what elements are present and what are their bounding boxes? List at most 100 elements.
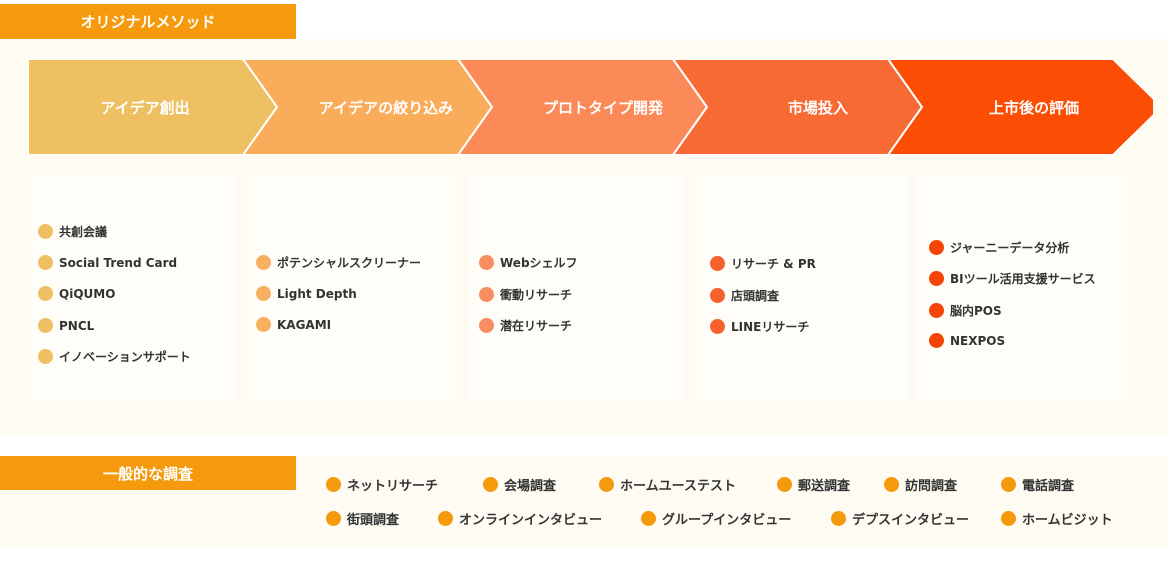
general-research-item[interactable]: グループインタビュー (641, 509, 791, 528)
bullet-dot-icon (479, 318, 494, 333)
stage-column-2 (246, 175, 458, 405)
method-item[interactable]: Webシェルフ (479, 254, 578, 271)
general-research-item-label: 訪問調査 (905, 479, 958, 494)
bullet-dot-icon (929, 240, 944, 255)
bullet-dot-icon (256, 255, 271, 270)
stage-chevron-4 (671, 59, 924, 155)
general-research-item[interactable]: 電話調査 (1001, 475, 1074, 494)
method-item[interactable]: Light Depth (256, 286, 357, 301)
stage-column-4 (694, 175, 909, 405)
stage-label-1: アイデア創出 (100, 98, 190, 117)
general-research-item[interactable]: 会場調査 (483, 475, 556, 494)
bullet-dot-icon (929, 271, 944, 286)
general-research-item[interactable]: ホームユーステスト (599, 475, 736, 494)
bullet-dot-icon (438, 511, 453, 526)
bullet-dot-icon (831, 511, 846, 526)
method-item[interactable]: リサーチ & PR (710, 255, 816, 272)
general-research-item-label: グループインタビュー (662, 513, 792, 528)
bullet-dot-icon (38, 318, 53, 333)
stage-chevron-2 (241, 59, 494, 155)
method-item[interactable]: 共創会議 (38, 223, 107, 240)
bullet-dot-icon (710, 288, 725, 303)
general-research-item-label: 電話調査 (1022, 479, 1075, 494)
method-item[interactable]: Social Trend Card (38, 255, 177, 270)
general-research-item-label: 会場調査 (504, 479, 557, 494)
method-item-label: NEXPOS (950, 333, 1006, 348)
stage-chevron-5 (886, 59, 1153, 155)
general-research-item[interactable]: オンラインインタビュー (438, 509, 602, 528)
method-item[interactable]: PNCL (38, 318, 94, 333)
general-research-item-label: ホームビジット (1022, 513, 1113, 528)
method-item[interactable]: BIツール活用支援サービス (929, 270, 1096, 287)
method-item[interactable]: 店頭調査 (710, 287, 779, 304)
stage-column-1 (30, 175, 235, 405)
method-item[interactable]: 脳内POS (929, 302, 1002, 319)
bullet-dot-icon (326, 477, 341, 492)
general-research-item[interactable]: ネットリサーチ (326, 475, 438, 494)
method-item[interactable]: ジャーニーデータ分析 (929, 239, 1069, 256)
method-item-label: PNCL (59, 318, 95, 333)
method-item[interactable]: 潜在リサーチ (479, 317, 572, 334)
general-research-item-label: デプスインタビュー (852, 513, 970, 528)
bullet-dot-icon (884, 477, 899, 492)
bullet-dot-icon (256, 286, 271, 301)
general-research-item-label: 街頭調査 (347, 513, 400, 528)
bullet-dot-icon (1001, 477, 1016, 492)
method-item-label: リサーチ & PR (731, 257, 816, 271)
method-item[interactable]: イノベーションサポート (38, 348, 191, 365)
method-item[interactable]: ポテンシャルスクリーナー (256, 254, 421, 271)
stage-label-2: アイデアの絞り込み (318, 98, 454, 117)
bullet-dot-icon (38, 255, 53, 270)
bullet-dot-icon (256, 317, 271, 332)
bullet-dot-icon (326, 511, 341, 526)
bullet-dot-icon (641, 511, 656, 526)
stage-chevron-3 (456, 59, 709, 155)
bullet-dot-icon (777, 477, 792, 492)
general-research-item[interactable]: ホームビジット (1001, 509, 1113, 528)
method-item-label: ジャーニーデータ分析 (950, 241, 1070, 255)
method-item[interactable]: QiQUMO (38, 286, 115, 301)
bullet-dot-icon (38, 349, 53, 364)
bullet-dot-icon (1001, 511, 1016, 526)
bullet-dot-icon (710, 256, 725, 271)
general-research-item[interactable]: 街頭調査 (326, 509, 399, 528)
method-item-label: QiQUMO (59, 286, 116, 301)
bullet-dot-icon (479, 255, 494, 270)
bullet-dot-icon (929, 333, 944, 348)
method-item-label: 潜在リサーチ (500, 319, 573, 333)
general-research-item[interactable]: デプスインタビュー (831, 509, 969, 528)
method-item-label: 脳内POS (950, 304, 1002, 318)
method-item-label: 衝動リサーチ (500, 288, 573, 302)
method-item[interactable]: NEXPOS (929, 333, 1005, 348)
stage-column-5 (917, 175, 1128, 405)
general-research-item-label: ホームユーステスト (620, 479, 736, 494)
general-research-item-label: 郵送調査 (798, 479, 851, 494)
general-research-item[interactable]: 訪問調査 (884, 475, 957, 494)
original-methods-title: オリジナルメソッド (0, 4, 296, 39)
general-research-item-label: オンラインインタビュー (459, 513, 603, 528)
general-research-title: 一般的な調査 (0, 456, 296, 490)
method-item-label: ポテンシャルスクリーナー (277, 256, 422, 270)
bullet-dot-icon (599, 477, 614, 492)
method-item-label: 共創会議 (59, 225, 108, 239)
bullet-dot-icon (929, 303, 944, 318)
bullet-dot-icon (710, 319, 725, 334)
bullet-dot-icon (38, 224, 53, 239)
method-item[interactable]: KAGAMI (256, 317, 331, 332)
method-item-label: イノベーションサポート (59, 350, 191, 364)
method-item-label: 店頭調査 (731, 289, 780, 303)
method-item[interactable]: 衝動リサーチ (479, 286, 572, 303)
general-research-item[interactable]: 郵送調査 (777, 475, 850, 494)
method-item-label: BIツール活用支援サービス (950, 272, 1096, 286)
bullet-dot-icon (479, 287, 494, 302)
method-item-label: KAGAMI (277, 317, 332, 332)
bullet-dot-icon (483, 477, 498, 492)
method-item-label: Social Trend Card (59, 255, 178, 270)
stage-column-3 (468, 175, 683, 405)
method-item-label: Webシェルフ (500, 256, 578, 270)
method-item[interactable]: LINEリサーチ (710, 318, 809, 335)
stage-label-4: 市場投入 (787, 98, 848, 117)
stage-label-3: プロトタイプ開発 (542, 98, 663, 117)
process-chevrons (28, 59, 1153, 155)
bullet-dot-icon (38, 286, 53, 301)
